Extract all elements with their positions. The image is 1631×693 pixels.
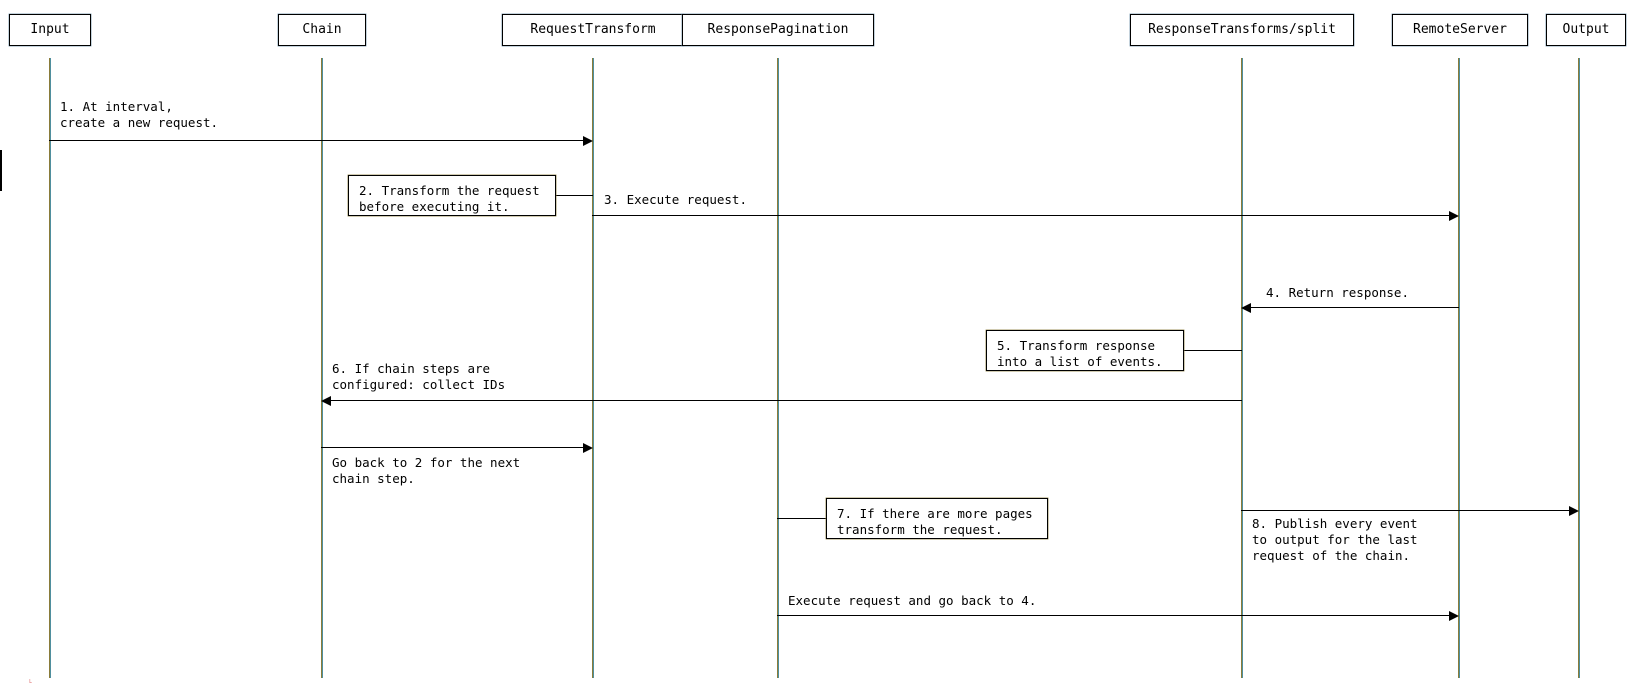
lifeline-chain: [321, 58, 323, 678]
page-edge-mark-bottom: [0, 190, 2, 191]
message-arrowhead-8: [1569, 506, 1579, 516]
message-arrowhead-1: [583, 136, 593, 146]
message-line-9: [777, 615, 1449, 617]
message-arrowhead-6: [321, 396, 331, 406]
message-arrowhead-6b: [583, 443, 593, 453]
participant-input[interactable]: Input: [9, 14, 91, 46]
message-arrowhead-4: [1241, 303, 1251, 313]
page-edge-mark-top: [0, 150, 2, 190]
message-line-8: [1241, 510, 1569, 512]
participant-request-transform[interactable]: RequestTransform: [502, 14, 684, 46]
note-7-more-pages: 7. If there are more pages transform the…: [826, 498, 1048, 539]
participant-response-pagination[interactable]: ResponsePagination: [682, 14, 874, 46]
lifeline-input: [49, 58, 51, 678]
message-line-6b: [321, 447, 583, 449]
message-label-6: 6. If chain steps are configured: collec…: [332, 361, 506, 392]
note-5-transform-response: 5. Transform response into a list of eve…: [986, 330, 1184, 371]
message-arrowhead-3: [1449, 211, 1459, 221]
message-label-8: 8. Publish every event to output for the…: [1252, 516, 1418, 563]
page-corner-tick: ˪: [28, 676, 34, 686]
message-label-3: 3. Execute request.: [604, 192, 747, 207]
note-connector-2: [556, 195, 593, 197]
participant-remote-server[interactable]: RemoteServer: [1392, 14, 1528, 46]
lifeline-response-pagination: [777, 58, 779, 678]
message-line-4: [1251, 307, 1459, 309]
message-label-1: 1. At interval, create a new request.: [60, 99, 219, 130]
participant-response-transforms-split[interactable]: ResponseTransforms/split: [1130, 14, 1354, 46]
message-label-9: Execute request and go back to 4.: [788, 593, 1037, 608]
participant-chain[interactable]: Chain: [278, 14, 366, 46]
message-line-3: [592, 215, 1449, 217]
lifeline-remote-server: [1458, 58, 1460, 678]
message-line-1: [49, 140, 583, 142]
note-connector-5: [1184, 350, 1242, 352]
message-line-6: [331, 400, 1242, 402]
message-arrowhead-9: [1449, 611, 1459, 621]
note-2-transform-request: 2. Transform the request before executin…: [348, 175, 556, 216]
lifeline-request-transform: [592, 58, 594, 678]
lifeline-response-transforms-split: [1241, 58, 1243, 678]
message-label-6b: Go back to 2 for the next chain step.: [332, 455, 521, 486]
message-label-4: 4. Return response.: [1266, 285, 1409, 300]
lifeline-output: [1578, 58, 1580, 678]
participant-output[interactable]: Output: [1546, 14, 1626, 46]
note-connector-7: [777, 518, 826, 520]
